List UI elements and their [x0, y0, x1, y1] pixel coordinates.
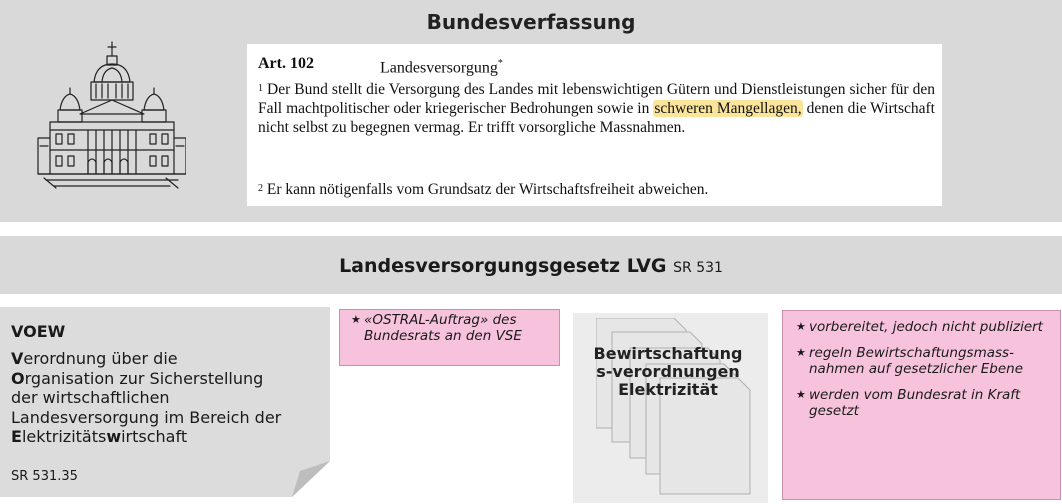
voew-line: Landesversorgung im Bereich der: [11, 407, 282, 427]
article-number: Art. 102: [258, 55, 314, 72]
voew-line: der wirtschaftlichen: [11, 388, 170, 407]
voew-title: VOEW: [11, 322, 66, 341]
star-icon: ★: [796, 388, 806, 401]
star-icon: ★: [796, 346, 806, 359]
star-icon: ★: [351, 313, 361, 326]
document-stack-icon: [596, 318, 751, 495]
voew-box: [0, 307, 330, 497]
law-sr-number: SR 531: [673, 260, 723, 276]
law-title: Landesversorgungsgesetz LVG SR 531: [339, 255, 723, 277]
voew-sr-number: SR 531.35: [11, 469, 78, 484]
note-item: ★werden vom Bundesrat in Kraft gesetzt: [796, 387, 1021, 419]
article-paragraph-1: 1 Der Bund stellt die Versorgung des Lan…: [258, 81, 935, 136]
highlighted-phrase: schweren Mangellagen,: [653, 100, 803, 117]
star-icon: ★: [796, 320, 806, 333]
constitution-title: Bundesverfassung: [426, 10, 636, 34]
voew-line: Organisation zur Sicherstellung: [11, 368, 264, 388]
page-curl-icon: [292, 461, 330, 497]
paragraph-number: 2: [258, 183, 263, 194]
article-heading: Art. 102 Landesversorgung*: [258, 54, 503, 76]
note-item: ★regeln Bewirtschaftungsmass-nahmen auf …: [796, 345, 1024, 377]
voew-description: Verordnung über die Organisation zur Sic…: [11, 349, 331, 447]
note-item: ★vorbereitet, jedoch nicht publiziert: [796, 319, 1043, 335]
footnote-mark: *: [497, 58, 503, 69]
federal-palace-icon: [37, 41, 186, 189]
voew-line: Verordnung über die: [11, 349, 178, 368]
voew-line: Elektrizitätswirtschaft: [11, 427, 188, 446]
article-title: Landesversorgung*: [380, 58, 503, 77]
regulations-note: ★vorbereitet, jedoch nicht publiziert ★r…: [782, 310, 1061, 500]
law-band: [0, 236, 1062, 294]
article-paragraph-2: 2 Er kann nötigenfalls vom Grundsatz der…: [258, 181, 709, 198]
ostral-note: ★«OSTRAL-Auftrag» des Bundesrats an den …: [339, 309, 560, 366]
paragraph-number: 1: [258, 83, 263, 94]
article-text-box: Art. 102 Landesversorgung* 1 Der Bund st…: [247, 44, 942, 206]
note-item: ★«OSTRAL-Auftrag» des Bundesrats an den …: [351, 312, 522, 344]
regulations-title: Bewirtschaftung s-verordnungen Elektrizi…: [593, 344, 743, 399]
